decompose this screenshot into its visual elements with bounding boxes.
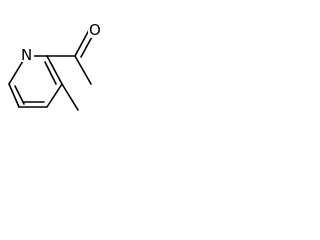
structure-canvas: N O bbox=[0, 0, 146, 134]
bond-c6-c5 bbox=[8, 83, 20, 108]
oxygen-label: O bbox=[89, 21, 101, 39]
bond-c4-c3 bbox=[46, 83, 63, 108]
bond-carbonyl-c-o-1 bbox=[74, 29, 90, 57]
molecule-structure: N O bbox=[8, 20, 102, 111]
nitrogen-label: N bbox=[21, 46, 32, 64]
bond-ring-methyl bbox=[61, 83, 79, 111]
inner-bond-right bbox=[44, 61, 57, 85]
bond-c3-c2 bbox=[46, 55, 63, 85]
bond-carbonyl-c-methyl bbox=[74, 55, 92, 85]
inner-bond-left bbox=[14, 85, 25, 105]
